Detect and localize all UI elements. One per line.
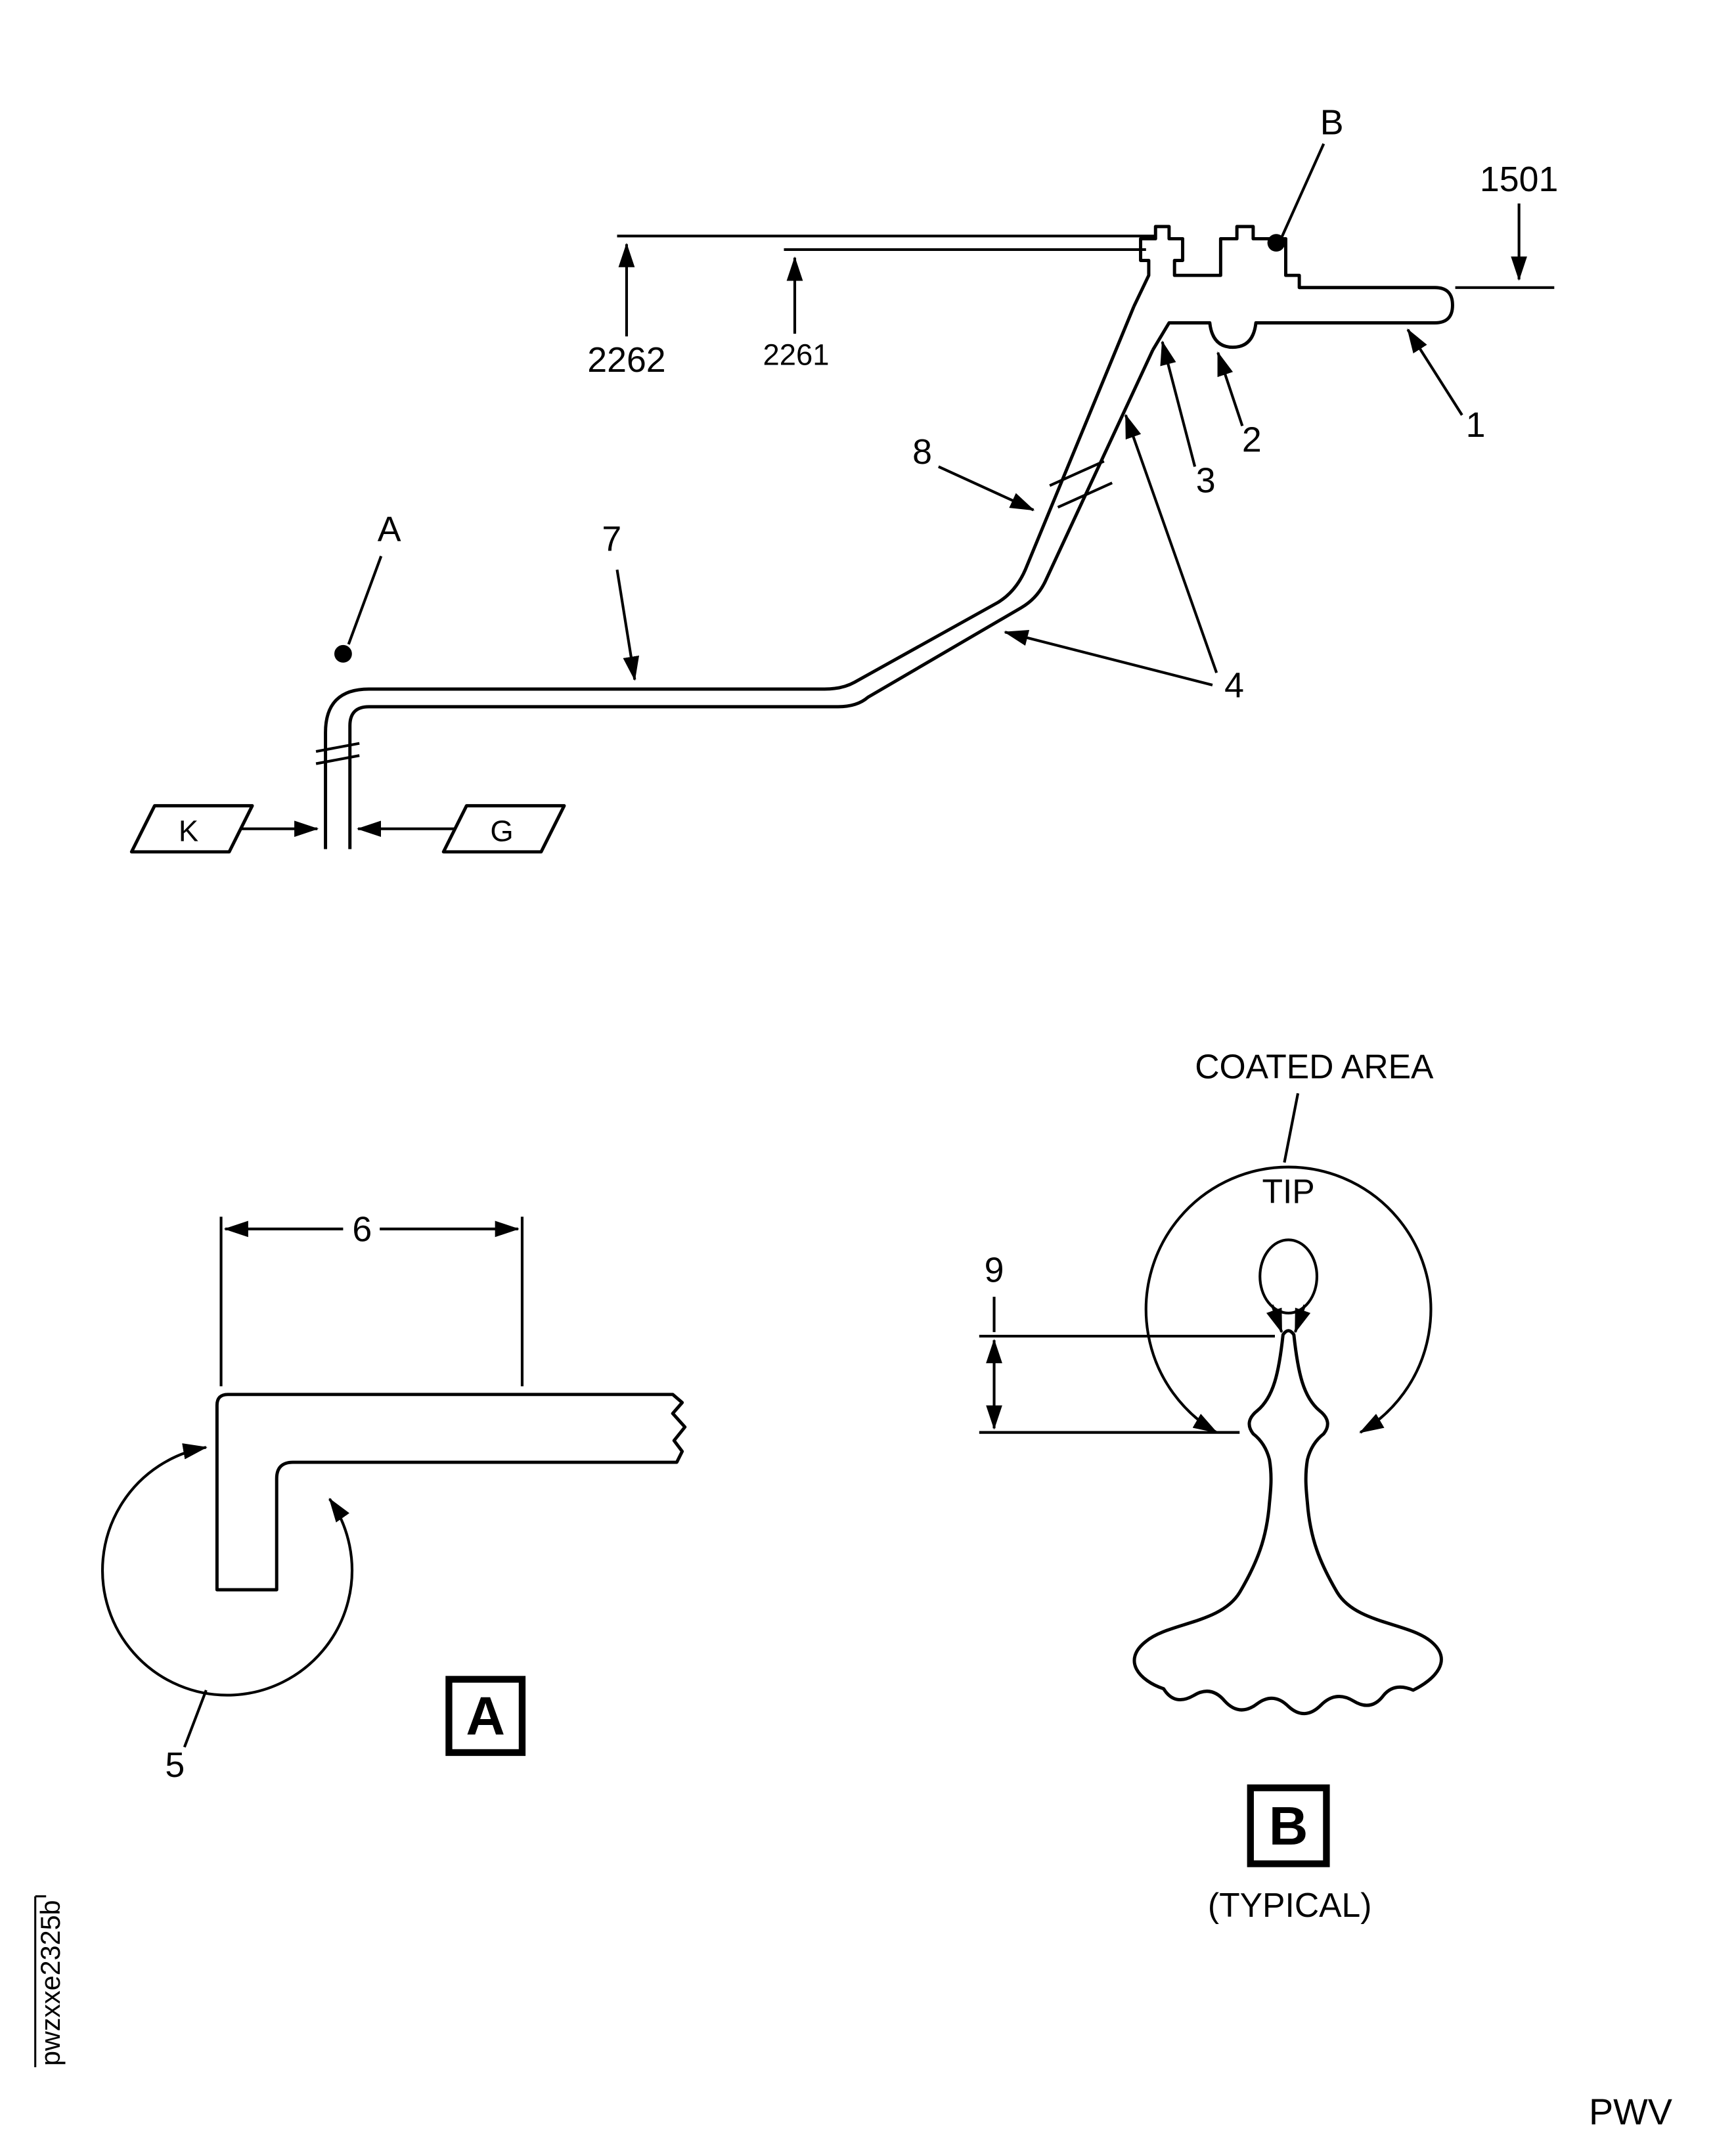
flag-g-label: G bbox=[490, 814, 513, 847]
tube-outer-wall bbox=[324, 305, 1136, 849]
flag-k-parallelogram bbox=[129, 804, 254, 854]
tube-break-slash-2 bbox=[1057, 482, 1113, 509]
tip-arrow-right bbox=[1293, 1304, 1311, 1333]
dim-2261-label: 2261 bbox=[763, 338, 830, 371]
detail-b-box bbox=[1247, 1784, 1330, 1868]
detail-a-profile-outline bbox=[215, 1393, 687, 1592]
item-8-label: 8 bbox=[912, 432, 932, 472]
item-2-arrow bbox=[1216, 351, 1244, 427]
flag-k-label: K bbox=[179, 814, 198, 847]
item-7-label: 7 bbox=[602, 519, 621, 558]
tube-break-slash-1 bbox=[1049, 460, 1105, 487]
tube-inner-wall bbox=[348, 349, 1155, 849]
blade-tip-profile-outline bbox=[1132, 1329, 1443, 1716]
main-cross-section-view: B 1501 2262 2261 1 2 3 8 7 A 4 K G bbox=[129, 102, 1558, 854]
flag-g-parallelogram bbox=[441, 804, 566, 854]
stub-joint-tick-2 bbox=[315, 754, 360, 765]
detail-b-view: COATED AREA TIP 9 B (TYPICAL) bbox=[979, 1048, 1443, 1924]
item-3-label: 3 bbox=[1196, 461, 1216, 501]
item-5-circular-arrow bbox=[101, 1443, 354, 1697]
view-a-point-dot bbox=[334, 644, 352, 663]
tip-arrow-left bbox=[1266, 1304, 1283, 1333]
tip-label: TIP bbox=[1262, 1173, 1314, 1211]
typical-label: (TYPICAL) bbox=[1208, 1886, 1371, 1924]
item-8-arrow bbox=[938, 465, 1035, 512]
stub-joint-tick-1 bbox=[315, 742, 360, 753]
view-b-point-dot bbox=[1267, 234, 1285, 252]
item-1-arrow bbox=[1406, 328, 1463, 416]
coated-area-label: COATED AREA bbox=[1195, 1048, 1434, 1086]
item-4-arrow-lower bbox=[1004, 629, 1213, 686]
view-b-leader-line bbox=[1280, 143, 1325, 238]
dim-9-label: 9 bbox=[985, 1250, 1004, 1289]
item-3-arrow bbox=[1160, 340, 1197, 467]
item-4-label: 4 bbox=[1224, 665, 1244, 705]
item-7-arrow bbox=[615, 569, 640, 681]
detail-a-box-label: A bbox=[466, 1686, 505, 1747]
tip-callout-oval bbox=[1258, 1238, 1319, 1314]
item-4-arrow-upper bbox=[1124, 413, 1218, 673]
coated-area-leader-line bbox=[1283, 1092, 1300, 1163]
figure-code: pwzxxe2325b bbox=[35, 1900, 66, 2066]
view-a-leader-line bbox=[347, 555, 383, 645]
detail-a-view: 6 5 A bbox=[101, 1209, 687, 1785]
drawing-footer: pwzxxe2325b PWV bbox=[34, 1895, 1672, 2132]
item-2-label: 2 bbox=[1242, 420, 1262, 460]
item-1-label: 1 bbox=[1466, 405, 1486, 445]
org-code: PWV bbox=[1589, 2092, 1672, 2132]
detail-a-box bbox=[445, 1676, 526, 1757]
coated-area-circle-arrow bbox=[1144, 1165, 1433, 1434]
item-5-label: 5 bbox=[165, 1745, 185, 1785]
platform-profile-outline bbox=[1132, 225, 1454, 351]
view-a-label: A bbox=[378, 510, 401, 549]
view-b-label: B bbox=[1320, 102, 1344, 142]
dim-1501-label: 1501 bbox=[1480, 160, 1558, 199]
detail-b-box-label: B bbox=[1269, 1795, 1308, 1856]
dim-6-label: 6 bbox=[352, 1209, 372, 1249]
dim-2262-label: 2262 bbox=[587, 340, 665, 380]
item-5-leader-line bbox=[183, 1690, 208, 1748]
